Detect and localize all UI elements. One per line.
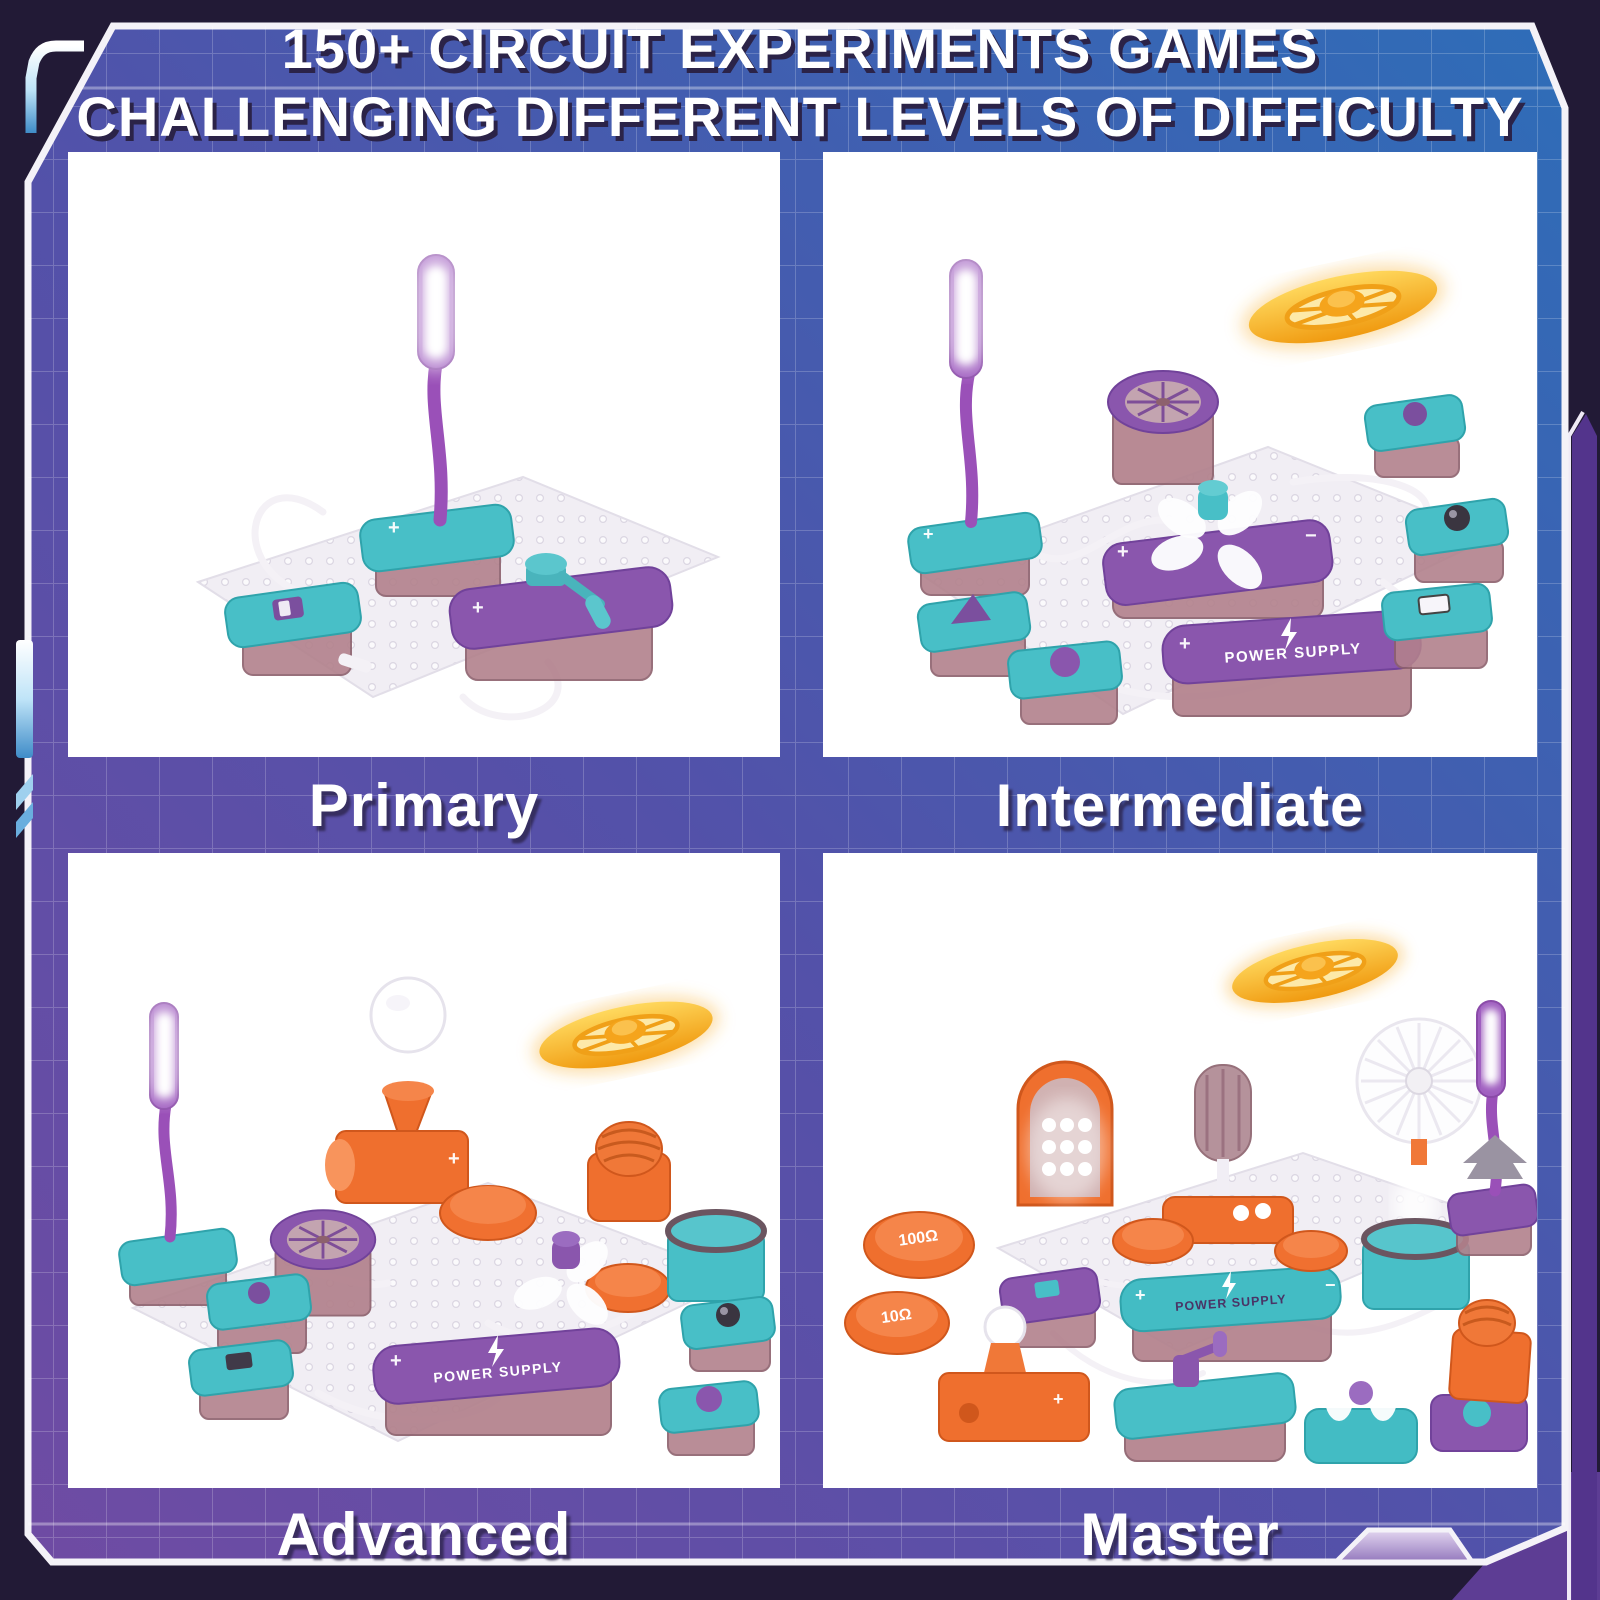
svg-text:100Ω: 100Ω <box>898 1227 940 1249</box>
resistor-pod-10: 10Ω <box>844 1291 950 1355</box>
photo-panel-intermediate: + + − + − <box>823 152 1537 757</box>
advanced-circuit-photo: + <box>118 976 776 1456</box>
push-button-module <box>658 1380 760 1456</box>
led-arch-lamp <box>1016 1060 1114 1207</box>
slide-switch-module <box>1381 582 1493 669</box>
svg-text:+: + <box>1135 1285 1146 1305</box>
svg-text:+: + <box>472 597 484 619</box>
level-label-text: Master <box>1080 1500 1280 1568</box>
title-line-1: 150+ CIRCUIT EXPERIMENTS GAMES <box>281 17 1319 80</box>
white-fan <box>1355 1017 1483 1165</box>
level-label-text: Primary <box>308 771 540 839</box>
mist-module <box>665 1179 767 1302</box>
svg-text:+: + <box>1117 541 1129 563</box>
primary-circuit-photo: + + <box>195 248 721 721</box>
level-label-intermediate: Intermediate <box>823 757 1537 853</box>
mist-module <box>1361 1175 1470 1310</box>
cable <box>251 494 327 604</box>
photo-panel-master: + − POWER SUPPLY 100Ω 10Ω <box>823 853 1537 1488</box>
lightning-icon <box>488 1335 504 1367</box>
slide-switch-module <box>188 1339 294 1420</box>
flying-disc <box>1240 263 1446 351</box>
svg-text:10Ω: 10Ω <box>880 1306 913 1327</box>
crank-module <box>1113 1331 1297 1462</box>
svg-text:+: + <box>923 524 934 544</box>
switch-module <box>998 1267 1102 1348</box>
ball-module <box>680 1296 776 1372</box>
lightning-icon <box>1222 1271 1236 1299</box>
fan-module: + − <box>1102 480 1334 619</box>
push-button-module <box>1007 640 1123 725</box>
power-supply-module: + POWER SUPPLY <box>372 1327 621 1436</box>
level-label-primary: Primary <box>68 757 780 853</box>
power-supply-module: + − POWER SUPPLY <box>1161 609 1422 717</box>
ball-blower-module: + <box>325 976 469 1204</box>
svg-text:+: + <box>448 1148 460 1170</box>
svg-text:+: + <box>1179 633 1191 655</box>
svg-text:−: − <box>1325 1275 1336 1295</box>
microphone-module <box>587 1121 671 1222</box>
bulb-train-module: + <box>938 1305 1090 1442</box>
ball-module <box>1404 497 1510 583</box>
photo-panel-advanced: + <box>68 853 780 1488</box>
level-label-text: Intermediate <box>995 771 1365 839</box>
whistle-module <box>916 591 1032 677</box>
svg-text:+: + <box>388 517 400 539</box>
push-button-module <box>206 1273 312 1354</box>
corner-accent-shape <box>1452 1472 1600 1600</box>
usb-lamp-module <box>1447 1000 1537 1256</box>
corner-bracket-icon <box>25 40 84 133</box>
orange-button-pod <box>439 1185 537 1241</box>
button-module <box>1430 1394 1528 1452</box>
usb-lamp-module: + <box>907 252 1043 596</box>
turbine-launcher-module <box>1107 370 1219 485</box>
lightning-icon <box>1281 618 1297 650</box>
mini-fan-module <box>1304 1367 1418 1464</box>
switch-module <box>224 581 372 676</box>
button-module <box>1363 394 1467 478</box>
orange-button-pod <box>1274 1230 1348 1272</box>
left-edge-accents <box>16 640 33 838</box>
master-circuit-photo: + − POWER SUPPLY 100Ω 10Ω <box>844 933 1537 1464</box>
svg-text:−: − <box>1305 525 1317 547</box>
usb-lamp-module <box>118 999 238 1306</box>
lamp-led <box>425 266 447 358</box>
tree-cutout <box>1463 1135 1527 1179</box>
usb-lamp-module: + <box>359 248 515 597</box>
level-label-master: Master <box>823 1490 1537 1578</box>
right-accent-line <box>1567 410 1585 1600</box>
resistor-pod-100: 100Ω <box>863 1211 975 1279</box>
flying-disc <box>532 995 720 1075</box>
level-label-text: Advanced <box>276 1500 572 1568</box>
photo-panel-primary: + + <box>68 152 780 757</box>
svg-text:+: + <box>1053 1389 1064 1409</box>
fan-module <box>513 1231 608 1325</box>
power-supply-module: + − POWER SUPPLY <box>1119 1265 1342 1362</box>
svg-text:+: + <box>390 1350 402 1372</box>
title-line-2: CHALLENGING DIFFERENT LEVELS OF DIFFICUL… <box>76 85 1524 148</box>
level-label-advanced: Advanced <box>68 1490 780 1578</box>
flying-disc <box>1225 933 1405 1009</box>
microphone-module <box>1162 1064 1294 1244</box>
lamp-gooseneck <box>427 357 448 527</box>
mic-tower-module <box>1448 1299 1532 1404</box>
crank-generator-module: + <box>448 553 674 681</box>
orange-button-pod <box>1112 1218 1194 1264</box>
intermediate-circuit-photo: + + − + − <box>907 252 1510 725</box>
bottom-tab-accent <box>1329 1527 1477 1565</box>
right-accent-stripe <box>1572 414 1597 1600</box>
